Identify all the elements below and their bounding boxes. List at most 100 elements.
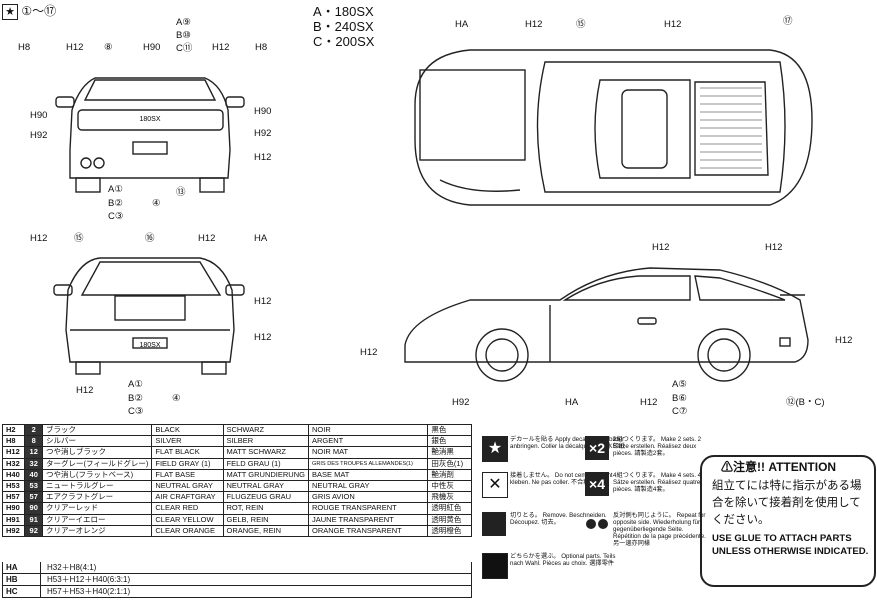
callout-h90-rear-right: H90: [254, 106, 271, 117]
color-cell-de: NEUTRAL GRAY: [222, 479, 309, 493]
color-cell-de: GELB, REIN: [222, 513, 309, 526]
color-cell-fr: GRIS DES TROUPES ALLEMANDES(1): [307, 457, 429, 470]
callout-16: ⑯: [145, 233, 155, 244]
callout-15-front: ⑮: [74, 233, 84, 244]
color-cell-jp: シルバー: [42, 435, 153, 448]
color-cell-de: ROT, REIN: [222, 502, 309, 515]
color-cell-code: H32: [1, 457, 26, 470]
color-cell-en: BLACK: [151, 423, 224, 437]
color-cell-num: 92: [24, 524, 44, 537]
color-cell-en: CLEAR ORANGE: [151, 524, 224, 537]
front-view-drawing: [53, 257, 245, 375]
color-cell-num: 53: [24, 479, 44, 493]
color-cell-jp: つや消し(フラットベース): [42, 468, 153, 481]
callout-h12-front-5: H12: [76, 385, 93, 396]
mix-code: HB: [3, 574, 41, 585]
callout-h12-front-2: H12: [198, 233, 215, 244]
color-cell-num: 40: [24, 468, 44, 481]
side-view-drawing: [404, 267, 809, 382]
callout-b6: B⑥: [672, 393, 687, 404]
callout-4-rear: ④: [152, 198, 161, 209]
callout-c3-rear: C③: [108, 211, 124, 222]
mix-formula: H57＋H53＋H40(2:1:1): [47, 587, 131, 596]
front-plate-text: 180SX: [139, 342, 160, 349]
color-cell-fr: ROUGE TRANSPARENT: [307, 502, 429, 515]
mix-code: HC: [3, 586, 41, 597]
color-cell-fr: BASE MAT: [307, 468, 429, 481]
color-cell-ja: 艶消黒: [427, 446, 472, 459]
callout-h92-rear-right: H92: [254, 128, 271, 139]
make-4-sets-icon: ×4: [585, 472, 609, 496]
color-cell-code: H91: [1, 513, 26, 526]
color-cell-en: FLAT BASE: [151, 468, 224, 481]
color-cell-code: H8: [1, 435, 26, 448]
top-view-drawing: [414, 49, 813, 206]
callout-h12-front-1: H12: [30, 233, 47, 244]
color-cell-code: H90: [1, 502, 26, 515]
callout-b2-rear: B②: [108, 198, 123, 209]
callout-h12-side-2: H12: [640, 397, 657, 408]
callout-h12-top-4: H12: [765, 242, 782, 253]
color-cell-code: H53: [1, 479, 26, 493]
color-cell-de: MATT GRUNDIERUNG: [222, 468, 309, 481]
color-cell-de: FLUGZEUG GRAU: [222, 491, 309, 504]
variant-c: C・200SX: [313, 34, 375, 49]
color-cell-ja: 黒色: [427, 423, 472, 437]
callout-h90-rear-left: H90: [30, 110, 47, 121]
attention-text-jp: 組立てには特に指示がある場合を除いて接着剤を使用してください。: [712, 480, 862, 526]
callout-h92-side: H92: [452, 397, 469, 408]
callout-15-top: ⑮: [576, 19, 586, 30]
callout-12-bc: ⑫(B・C): [786, 397, 825, 408]
callout-b10: B⑩: [176, 30, 191, 41]
color-cell-de: SCHWARZ: [222, 423, 309, 437]
color-cell-num: 57: [24, 491, 44, 504]
callout-ha-top: HA: [455, 19, 469, 30]
callout-h92-rear-left: H92: [30, 130, 47, 141]
callout-c7: C⑦: [672, 406, 688, 417]
color-cell-de: ORANGE, REIN: [222, 524, 309, 537]
no-cement-icon: ✕: [482, 472, 508, 498]
color-cell-num: 90: [24, 502, 44, 515]
color-cell-num: 12: [24, 446, 44, 459]
callout-h12-rear-1: H12: [66, 42, 83, 53]
color-cell-de: MATT SCHWARZ: [222, 446, 309, 459]
color-cell-ja: 銀色: [427, 435, 472, 448]
callout-h12-top-3: H12: [652, 242, 669, 253]
callout-h12-top-1: H12: [525, 19, 542, 30]
callout-h8-rear-right: H8: [255, 42, 267, 53]
callout-h12-front-4: H12: [254, 332, 271, 343]
color-cell-ja: 飛機灰: [427, 491, 472, 504]
color-cell-fr: GRIS AVION: [307, 491, 429, 504]
callout-h12-side-3: H12: [835, 335, 852, 346]
color-cell-jp: ターグレー(フィールドグレー): [42, 457, 153, 470]
color-cell-de: SILBER: [222, 435, 309, 448]
color-cell-num: 2: [24, 423, 44, 437]
callout-13: ⑬: [176, 187, 186, 198]
callout-h12-rear-right: H12: [254, 152, 271, 163]
color-cell-code: H2: [1, 423, 26, 437]
color-cell-en: CLEAR YELLOW: [151, 513, 224, 526]
color-cell-code: H12: [1, 446, 26, 459]
attention-box: [700, 455, 876, 587]
callout-h12-rear-2: H12: [212, 42, 229, 53]
color-cell-fr: ORANGE TRANSPARENT: [307, 524, 429, 537]
color-cell-ja: 透明紅色: [427, 502, 472, 515]
optional-parts-icon: [482, 553, 508, 579]
mix-formula: H32＋H8(4:1): [47, 563, 97, 572]
color-cell-jp: ブラック: [42, 423, 153, 437]
color-cell-jp: つや消しブラック: [42, 446, 153, 459]
color-cell-fr: NOIR: [307, 423, 429, 437]
page-header: ★ ①～⑰: [2, 2, 56, 20]
color-cell-jp: クリアーオレンジ: [42, 524, 153, 537]
